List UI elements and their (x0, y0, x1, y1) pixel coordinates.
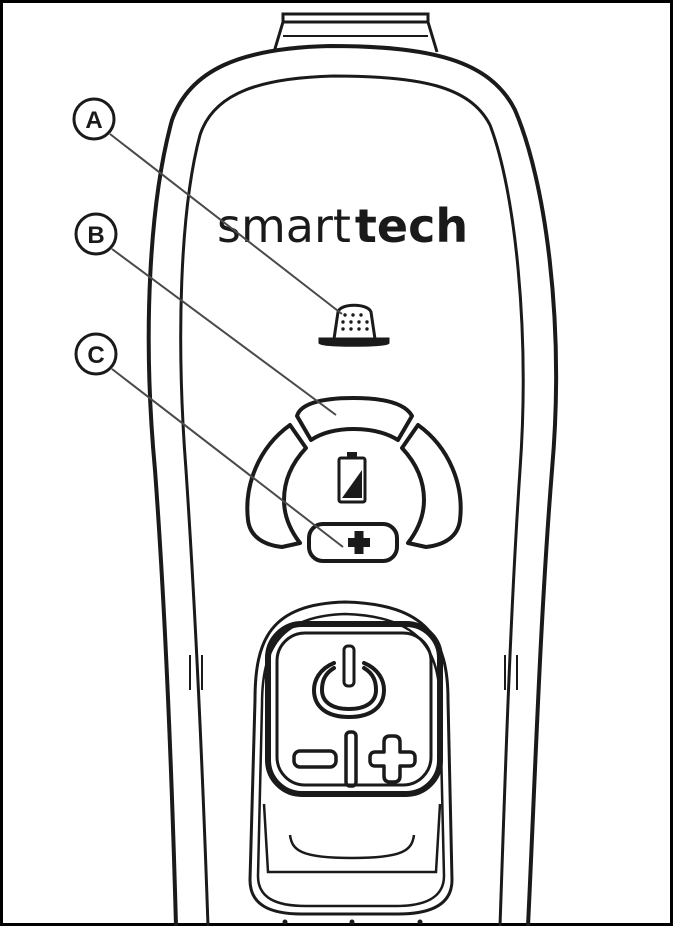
callout-a-letter: A (85, 107, 102, 134)
callout-leaders (109, 133, 344, 548)
device-body (146, 43, 559, 926)
top-clip (272, 12, 439, 53)
right-segment-button[interactable] (400, 423, 463, 549)
leader-a (109, 133, 343, 315)
callout-a: A (72, 97, 116, 141)
power-icon (311, 644, 387, 720)
plus-icon (348, 531, 370, 554)
minus-icon (292, 749, 338, 769)
top-segment-button[interactable] (295, 396, 414, 442)
brand-light: smart (217, 199, 351, 253)
callout-b-letter: B (87, 222, 104, 249)
battery-icon (337, 452, 367, 504)
leader-b (111, 248, 337, 416)
segment-ring (245, 396, 463, 563)
minus-bar-plus-icon (292, 730, 417, 788)
bottom-plus-button[interactable] (307, 522, 399, 563)
leader-c (111, 368, 344, 548)
divider-bar (344, 730, 358, 788)
callout-c-letter: C (87, 342, 104, 369)
ear-mold-icon (318, 303, 390, 347)
volume-plus-icon (368, 734, 417, 784)
left-segment-button[interactable] (245, 423, 308, 549)
brand-bold: tech (355, 199, 468, 253)
callout-c: C (74, 332, 118, 376)
brand-text: smarttech (217, 199, 468, 253)
callout-b: B (74, 212, 118, 256)
